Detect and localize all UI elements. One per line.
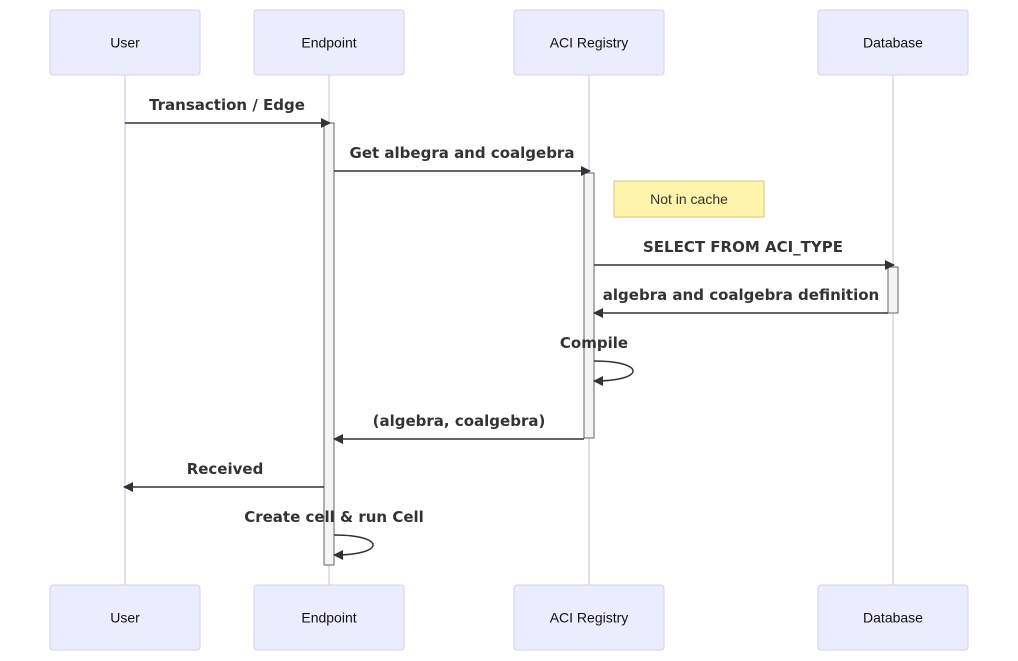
participant-label: User — [110, 610, 140, 626]
participant-database-bottom[interactable]: Database — [817, 584, 969, 651]
activation-aci-registry — [583, 172, 595, 439]
message-label: (algebra, coalgebra) — [373, 412, 546, 430]
note-text: Not in cache — [650, 191, 728, 207]
participant-label: ACI Registry — [550, 35, 629, 51]
participant-label: User — [110, 35, 140, 51]
participant-endpoint-top[interactable]: Endpoint — [253, 9, 405, 76]
self-message-arrow — [333, 534, 374, 560]
participant-database-top[interactable]: Database — [817, 9, 969, 76]
message-label: Transaction / Edge — [149, 96, 305, 114]
participant-label: Database — [863, 35, 923, 51]
activation-database — [887, 266, 899, 314]
participant-aci-registry-top[interactable]: ACI Registry — [513, 9, 665, 76]
message-label: algebra and coalgebra definition — [603, 286, 879, 304]
message-label: Create cell & run Cell — [244, 508, 424, 526]
message-label: Received — [187, 460, 264, 478]
message-label: Compile — [560, 334, 628, 352]
participant-endpoint-bottom[interactable]: Endpoint — [253, 584, 405, 651]
participant-user-top[interactable]: User — [49, 9, 201, 76]
participant-label: Endpoint — [301, 610, 356, 626]
activation-endpoint — [323, 122, 335, 566]
message-label: SELECT FROM ACI_TYPE — [643, 238, 843, 256]
participant-user-bottom[interactable]: User — [49, 584, 201, 651]
participant-aci-registry-bottom[interactable]: ACI Registry — [513, 584, 665, 651]
message-label: Get albegra and coalgebra — [350, 144, 575, 162]
participant-label: Database — [863, 610, 923, 626]
participant-label: ACI Registry — [550, 610, 629, 626]
participant-label: Endpoint — [301, 35, 356, 51]
self-message-arrow — [593, 360, 634, 386]
note-not-in-cache: Not in cache — [613, 180, 765, 218]
